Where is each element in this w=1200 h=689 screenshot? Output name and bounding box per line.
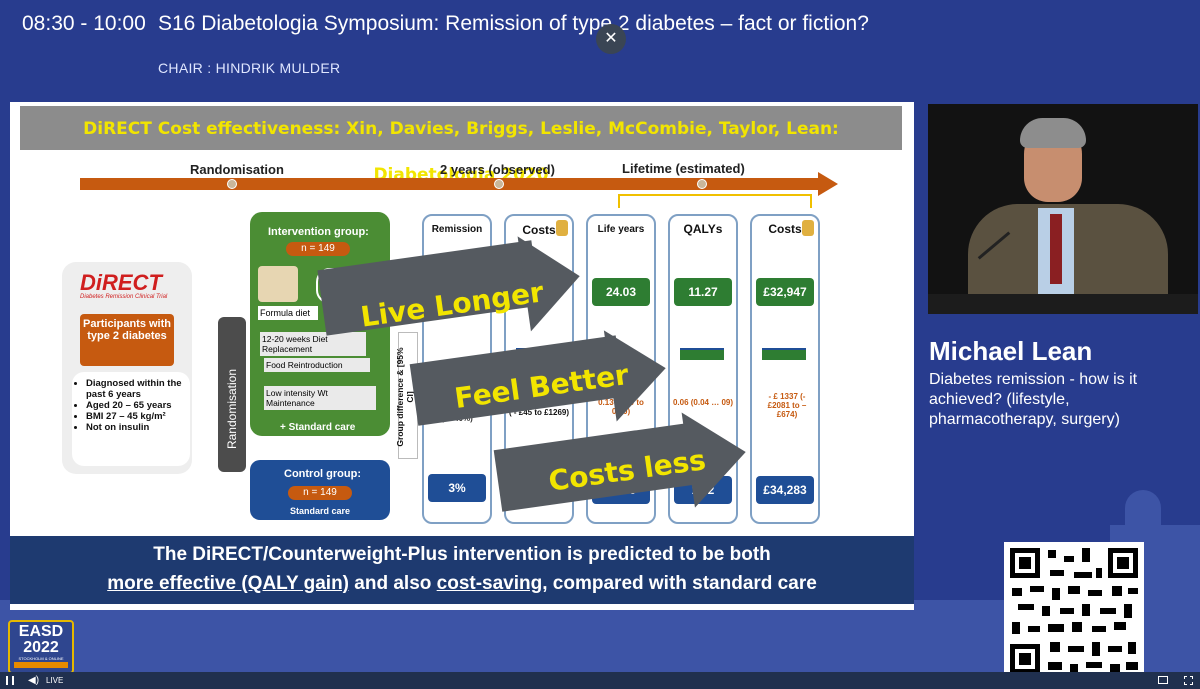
banner-line1: The DiRECT/Counterweight-Plus interventi…: [153, 544, 771, 565]
qr-code[interactable]: [1004, 542, 1144, 680]
fullscreen-icon[interactable]: [1184, 676, 1193, 685]
criteria-item: Aged 20 – 65 years: [86, 400, 190, 411]
talk-title: Diabetes remission - how is it achieved?…: [929, 371, 1138, 428]
close-button[interactable]: ✕: [596, 24, 626, 54]
remission-bottom: 3%: [428, 474, 486, 502]
life-years-top: 24.03: [592, 278, 650, 306]
column-header: Costs: [522, 223, 556, 237]
speaker-hair: [1020, 118, 1086, 148]
banner-compared: , compared with standard care: [542, 573, 817, 594]
lectern: [928, 294, 1198, 314]
costs-obs-mid: ( - £45 to £1269): [508, 408, 570, 417]
timeline-lifetime: Lifetime (estimated): [622, 161, 745, 176]
timeline-two-years: 2 years (observed): [440, 162, 555, 177]
formula-label: Formula diet: [258, 306, 318, 320]
pip-icon[interactable]: [1158, 676, 1168, 684]
column-header: Costs: [768, 222, 802, 236]
costs-life-bottom: £34,283: [756, 476, 814, 504]
qalys-mid: 0.06 (0.04 … 09): [672, 398, 734, 407]
intervention-step: Low intensity Wt Maintenance: [264, 386, 376, 410]
costs-life-top: £32,947: [756, 278, 814, 306]
banner-effective: more effective (QALY gain): [107, 573, 350, 594]
costs-life-chart: [762, 348, 806, 360]
speaker-name: Michael Lean: [929, 336, 1093, 366]
column-header: Life years: [597, 224, 645, 235]
coins-icon: [802, 220, 814, 236]
qalys-chart: [680, 348, 724, 360]
control-n: n = 149: [288, 486, 352, 500]
control-care: Standard care: [290, 506, 351, 516]
intervention-title: Intervention group:: [268, 226, 369, 238]
presentation-slide: DiRECT Cost effectiveness: Xin, Davies, …: [10, 102, 914, 610]
easd-logo-line2: 2022: [23, 639, 59, 656]
background-tower: [1125, 490, 1161, 530]
slide-banner: The DiRECT/Counterweight-Plus interventi…: [10, 536, 914, 604]
participants-box: Participants with type 2 diabetes: [80, 314, 174, 366]
randomisation-label: Randomisation: [225, 368, 239, 450]
timeline-marker: [227, 179, 237, 189]
intervention-step: Food Reintroduction: [264, 358, 370, 372]
easd-logo-line3: STOCKHOLM & ONLINE: [18, 656, 64, 661]
banner-and: and also: [349, 573, 437, 594]
slide-title-bar: [20, 106, 902, 150]
life-years-mid: 0.13 (0.09 to 0.20): [598, 398, 644, 416]
volume-icon[interactable]: ◀): [28, 675, 40, 686]
randomisation-box: [218, 317, 246, 472]
timeline-bar: [80, 178, 820, 190]
formula-image: [258, 266, 298, 302]
intervention-n: n = 149: [286, 242, 350, 256]
player-controls: [0, 672, 1200, 689]
pause-icon[interactable]: [6, 676, 14, 685]
criteria-box: Diagnosed within the past 6 years Aged 2…: [72, 372, 190, 466]
session-chair: CHAIR : HINDRIK MULDER: [158, 60, 341, 76]
background-silhouette: [0, 600, 1200, 672]
easd-logo-line1: EASD: [18, 623, 64, 640]
speaker-tie: [1050, 214, 1062, 284]
banner-line2: more effective (QALY gain) and also cost…: [10, 569, 914, 598]
criteria-item: Diagnosed within the past 6 years: [86, 378, 190, 400]
slide-title: DiRECT Cost effectiveness: Xin, Davies, …: [83, 119, 839, 185]
qalys-top: 11.27: [674, 278, 732, 306]
group-diff-label: Group difference & [95% CI]: [395, 347, 415, 447]
speaker-video[interactable]: [928, 104, 1198, 314]
control-title: Control group:: [284, 468, 361, 480]
direct-logo: DiRECT: [80, 270, 162, 295]
easd-logo-skyline: [14, 662, 68, 668]
timeline-marker: [494, 179, 504, 189]
column-costs-lifetime: [750, 214, 820, 524]
timeline-arrowhead: [818, 172, 838, 196]
easd-logo: EASD 2022 STOCKHOLM & ONLINE: [8, 620, 74, 674]
session-time: 08:30 - 10:00: [22, 12, 146, 35]
criteria-item: BMI 27 – 45 kg/m²: [86, 411, 190, 422]
timeline-randomisation: Randomisation: [190, 162, 284, 177]
coins-icon: [556, 220, 568, 236]
qr-code-pattern: [1010, 548, 1138, 674]
lifetime-bracket: [618, 194, 812, 208]
timeline-marker: [697, 179, 707, 189]
intervention-step: 12-20 weeks Diet Replacement: [260, 332, 366, 356]
banner-cost-saving: cost-saving: [436, 573, 543, 594]
column-header: Remission: [431, 224, 483, 235]
criteria-item: Not on insulin: [86, 422, 190, 433]
column-header: QALYs: [683, 222, 723, 236]
session-title: S16 Diabetologia Symposium: Remission of…: [158, 12, 869, 35]
live-indicator: LIVE: [46, 676, 64, 685]
direct-subtitle: Diabetes Remission Clinical Trial: [80, 294, 168, 300]
costs-life-mid: - £ 1337 (- £2081 to – £674): [767, 392, 807, 419]
intervention-plus: + Standard care: [280, 422, 356, 433]
